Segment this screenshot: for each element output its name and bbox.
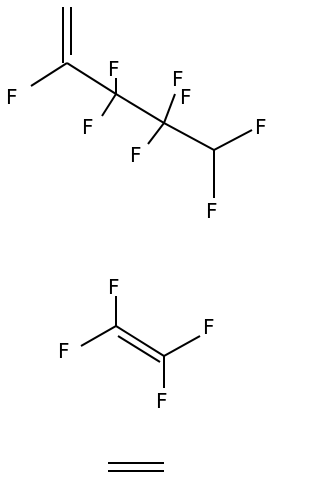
structure-svg: F F F F F F F F F F F F xyxy=(6,7,267,472)
atom-f-c4-down: F xyxy=(130,143,142,167)
atom-f-c4-mid: F xyxy=(180,85,192,109)
atom-f-c3-up: F xyxy=(108,57,120,81)
chemical-structure-diagram: F F F F F F F F F F F F xyxy=(6,7,267,472)
bond-c2-c3 xyxy=(66,62,117,95)
bond-c4-f-up xyxy=(163,93,176,124)
molecule-pentene: F F F F F F F F xyxy=(6,7,267,223)
molecule-tetrafluoroethylene: F F F F xyxy=(58,275,215,413)
bond-c4-c5 xyxy=(163,122,215,151)
molecule-ethylene xyxy=(108,462,164,472)
bond-c3-f-down xyxy=(101,93,117,117)
bond-c-c-a xyxy=(115,325,165,357)
atom-f-c2-down: F xyxy=(156,389,168,413)
bond-c1-f-left xyxy=(80,325,117,347)
atom-f-c5-right: F xyxy=(255,115,267,139)
atom-f-c2: F xyxy=(6,85,18,109)
bond-c4-f-down xyxy=(147,122,165,145)
atom-f-c3-down: F xyxy=(82,115,94,139)
atom-f-c4-up: F xyxy=(172,67,184,91)
bond-c3-c4 xyxy=(115,93,165,124)
atom-f-c2-right: F xyxy=(203,315,215,339)
atom-f-c1-up: F xyxy=(108,275,120,299)
atom-f-c1-left: F xyxy=(58,339,70,363)
bond-c-c-b xyxy=(117,335,161,363)
bond-c2-f xyxy=(30,62,68,87)
atom-f-c5-down: F xyxy=(206,199,218,223)
bond-c5-f-right xyxy=(213,129,253,151)
bond-c2-f-right xyxy=(163,335,201,357)
